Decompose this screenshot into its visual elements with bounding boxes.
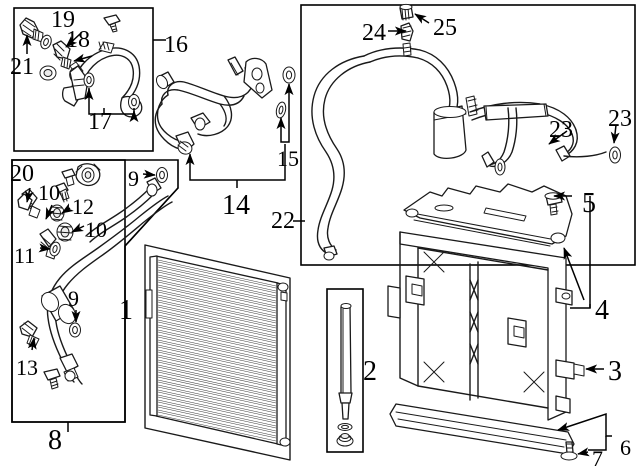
- callout-1-condenser[interactable]: 1: [119, 295, 133, 326]
- leader-20: [24, 187, 34, 203]
- callout-19-seal[interactable]: 19: [51, 7, 75, 33]
- leader-19: [65, 33, 81, 48]
- leader-18: [73, 53, 93, 63]
- callout-12-cap[interactable]: 12: [72, 194, 94, 219]
- leader-7: [577, 447, 590, 457]
- group-hose-16: [19, 14, 143, 118]
- callout-11-seal[interactable]: 11: [14, 243, 36, 268]
- leader-23a: [548, 130, 568, 145]
- callout-10a-valve[interactable]: 10: [38, 180, 60, 205]
- bracket-3: [555, 359, 575, 380]
- callout-18-valve[interactable]: 18: [66, 27, 90, 53]
- callout-10b-valve[interactable]: 10: [85, 217, 107, 242]
- callout-6-lower-panel[interactable]: 6: [620, 435, 631, 460]
- leader-4-arrow: [563, 247, 585, 301]
- group-radiator-support: [387, 183, 585, 461]
- panel-receiver: [326, 288, 364, 453]
- callout-17-seal[interactable]: 17: [88, 109, 112, 135]
- leader-10b: [71, 223, 85, 233]
- callout-23b-seal[interactable]: 23: [608, 106, 632, 132]
- leader-11: [38, 243, 51, 253]
- leader-12: [61, 203, 74, 214]
- leader-23b: [610, 124, 620, 144]
- leader-25: [414, 13, 430, 24]
- group-ac-lines: [311, 3, 621, 261]
- callout-3-bracket[interactable]: 3: [608, 356, 622, 387]
- callout-14-hose[interactable]: 14: [222, 190, 250, 221]
- callout-16-hose[interactable]: 16: [164, 32, 188, 58]
- panel-hoses-right: [300, 4, 636, 266]
- group-hose-8: [11, 159, 179, 423]
- leaders-lower-left: [24, 169, 156, 432]
- leader-14-15-bridge: [189, 152, 286, 181]
- leaders-upper-left: [22, 33, 166, 123]
- leaders-support: [553, 191, 612, 457]
- callout-4-upper-tie-bar[interactable]: 4: [595, 295, 609, 326]
- callout-25-cap[interactable]: 25: [433, 15, 457, 41]
- leader-10a: [45, 204, 55, 220]
- leader-15-bridge: [280, 94, 290, 143]
- panel-upper-left: [13, 7, 154, 152]
- group-receiver-drier: [336, 303, 354, 447]
- callout-8-hose-assembly[interactable]: 8: [48, 425, 62, 456]
- callout-7-screw[interactable]: 7: [592, 446, 603, 471]
- leaders-middle: [185, 83, 294, 188]
- callout-20-switch[interactable]: 20: [10, 161, 34, 187]
- callout-23a-seal[interactable]: 23: [549, 117, 573, 143]
- group-condenser: [144, 244, 291, 461]
- callout-21-switch[interactable]: 21: [10, 54, 34, 80]
- leader-9a: [142, 169, 156, 179]
- leaders-right-panel: [293, 13, 620, 222]
- leader-13: [27, 337, 37, 351]
- callout-15-seal[interactable]: 15: [277, 146, 299, 171]
- callout-24-valve[interactable]: 24: [362, 20, 386, 46]
- callout-2-receiver-drier[interactable]: 2: [363, 356, 377, 387]
- callout-5-bolt[interactable]: 5: [582, 188, 596, 219]
- group-hose-14: [154, 56, 296, 155]
- callout-9a-seal[interactable]: 9: [128, 166, 139, 191]
- leader-7-bracket: [588, 436, 607, 451]
- callout-9b-seal[interactable]: 9: [68, 286, 79, 311]
- leader-6: [557, 412, 612, 437]
- callout-22-hose[interactable]: 22: [271, 208, 295, 234]
- callout-13-switch[interactable]: 13: [16, 355, 38, 380]
